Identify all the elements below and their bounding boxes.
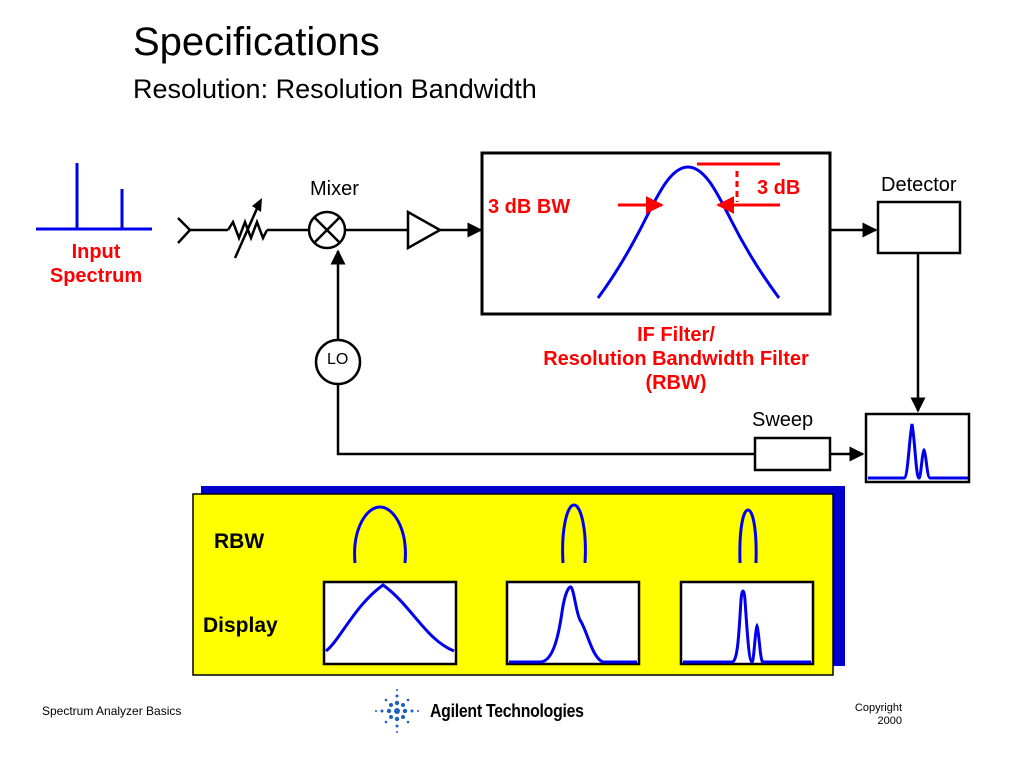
rbw-medium-shape — [561, 503, 587, 564]
sweep-label: Sweep — [752, 409, 814, 431]
mixer-icon — [307, 210, 347, 250]
copyright-notice: Copyright 2000 — [854, 702, 902, 727]
rbw-label: RBW — [214, 530, 265, 553]
slide-subtitle: Resolution: Resolution Bandwidth — [133, 74, 537, 104]
rbw-wide-shape — [353, 505, 407, 564]
if-filter-response-curve — [596, 165, 781, 299]
bw-3db-label: 3 dB BW — [488, 196, 571, 218]
display-wide — [322, 580, 458, 666]
attenuator-icon — [226, 198, 309, 259]
company-name: Agilent Technologies — [430, 701, 584, 721]
detector-label: Detector — [881, 174, 957, 196]
antenna-input-icon — [177, 217, 228, 244]
slide-title: Specifications — [133, 20, 380, 64]
db-3-label: 3 dB — [757, 177, 801, 199]
display-label: Display — [203, 614, 278, 637]
if-filter-label: IF Filter/ Resolution Bandwidth Filter (… — [543, 324, 809, 394]
mixer-label: Mixer — [310, 178, 359, 200]
display-trace — [868, 423, 968, 480]
agilent-spark-logo-icon — [375, 689, 419, 733]
sweep-generator-box — [753, 436, 832, 472]
footer-left-text: Spectrum Analyzer Basics — [42, 704, 182, 718]
lo-label: LO — [327, 351, 349, 368]
input-spectrum-label: Input Spectrum — [49, 241, 143, 287]
input-spectrum-icon — [36, 163, 152, 231]
detector-box — [876, 200, 962, 255]
amplifier-icon — [406, 209, 443, 251]
rbw-narrow-shape — [738, 508, 758, 564]
